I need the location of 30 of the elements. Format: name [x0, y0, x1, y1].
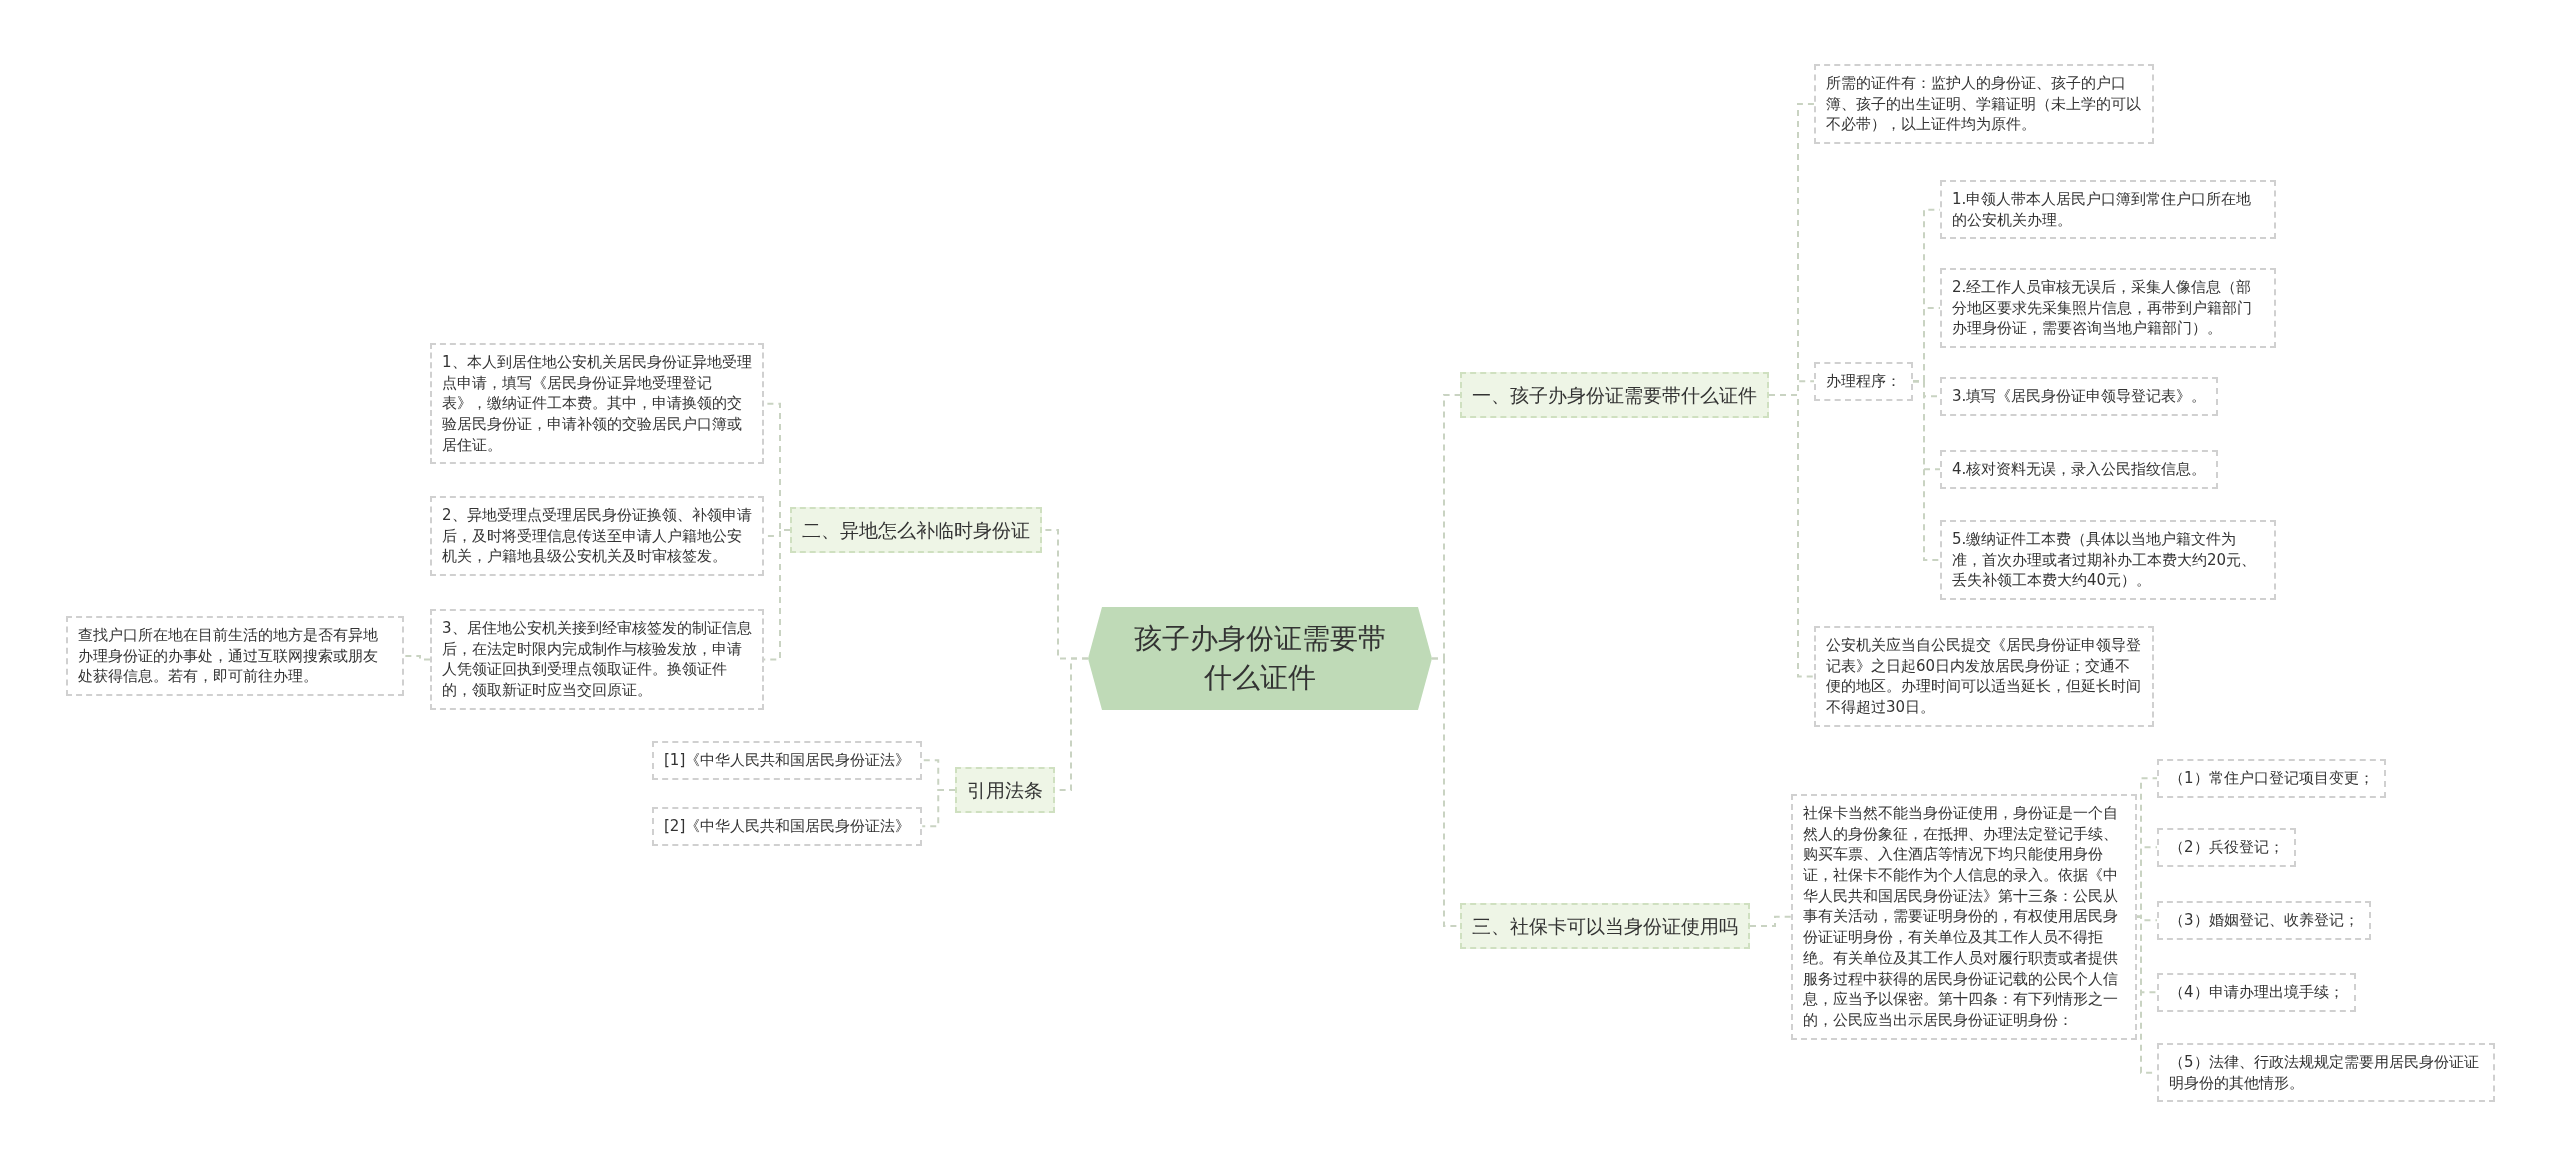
text-box: （5）法律、行政法规规定需要用居民身份证证明身份的其他情形。: [2157, 1043, 2495, 1103]
text-box: 2.经工作人员审核无误后，采集人像信息（部分地区要求先采集照片信息，再带到户籍部门办理身份证，需要咨询当地户籍部门）。: [1940, 268, 2276, 349]
text-box: [2]《中华人民共和国居民身份证法》: [652, 807, 923, 846]
connector-line: [1749, 915, 1792, 928]
text-box: 查找户口所在地在目前生活的地方是否有异地办理身份证的办事处，通过互联网搜索或朋友处获得信息。若有，即可前往办理。: [66, 616, 404, 697]
text-box: （3）婚姻登记、收养登记；: [2157, 901, 2371, 940]
text-box: 1.申领人带本人居民户口簿到常住户口所在地的公安机关办理。: [1940, 180, 2276, 240]
connector-line: [1912, 380, 1941, 562]
text-box: （4）申请办理出境手续；: [2157, 973, 2356, 1012]
branch-topic: 一、孩子办身份证需要带什么证件: [1460, 372, 1769, 419]
text-box: （2）兵役登记；: [2157, 828, 2296, 867]
text-box: 3.填写《居民身份证申领导登记表》。: [1940, 377, 2219, 416]
connector-line: [403, 655, 431, 661]
text-box: [1]《中华人民共和国居民身份证法》: [652, 741, 923, 780]
text-box: 公安机关应当自公民提交《居民身份证申领导登记表》之日起60日内发放居民身份证；交通不便的地区。办理时间可以适当延长，但延长时间不得超过30日。: [1814, 626, 2154, 727]
text-box: 1、本人到居住地公安机关居民身份证异地受理点申请，填写《居民身份证异地受理登记表》，缴纳证件工本费。其中，申请换领的交验居民身份证，申请补领的交验居民户口簿或居住证。: [430, 343, 764, 465]
branch-topic: 三、社保卡可以当身份证使用吗: [1460, 903, 1750, 950]
branch-topic: 二、异地怎么补临时身份证: [790, 507, 1042, 554]
text-box: 2、异地受理点受理居民身份证换领、补领申请后，及时将受理信息传送至申请人户籍地公安机关，户籍地县级公安机关及时审核签发。: [430, 496, 764, 577]
text-box: 办理程序：: [1814, 362, 1913, 401]
central-topic: 孩子办身份证需要带什么证件: [1088, 607, 1432, 710]
connector-line: [921, 789, 956, 828]
connector-line: [1768, 394, 1815, 678]
text-box: 4.核对资料无误，录入公民指纹信息。: [1940, 450, 2219, 489]
branch-topic: 引用法条: [955, 767, 1055, 814]
text-box: 5.缴纳证件工本费（具体以当地户籍文件为准，首次办理或者过期补办工本费大约20元、丢失补领工本费大约40元）。: [1940, 520, 2276, 601]
text-box: （1）常住户口登记项目变更；: [2157, 759, 2386, 798]
text-box: 社保卡当然不能当身份证使用，身份证是一个自然人的身份象征，在抵押、办理法定登记手续、购买车票、入住酒店等情况下均只能使用身份证，社保卡不能作为个人信息的录入。依据《中华人民共和国居民身份证法》第十三条：公民从事有关活动，需要证明身份的，有权使用居民身份证证明身份，有关单位及其工作人员不得拒绝。有关单位及其工作人员对履行职责或者提供服务过程中获得的居民身份证记载的公民个人信息，应当予以保密。第十四条：有下列情形之一的，公民应当出示居民身份证证明身份：: [1791, 794, 2137, 1040]
text-box: 所需的证件有：监护人的身份证、孩子的户口簿、孩子的出生证明、学籍证明（未上学的可以不必带），以上证件均为原件。: [1814, 64, 2154, 145]
text-box: 3、居住地公安机关接到经审核签发的制证信息后，在法定时限内完成制作与核验发放，申请人凭领证回执到受理点领取证件。换领证件的，领取新证时应当交回原证。: [430, 609, 764, 710]
